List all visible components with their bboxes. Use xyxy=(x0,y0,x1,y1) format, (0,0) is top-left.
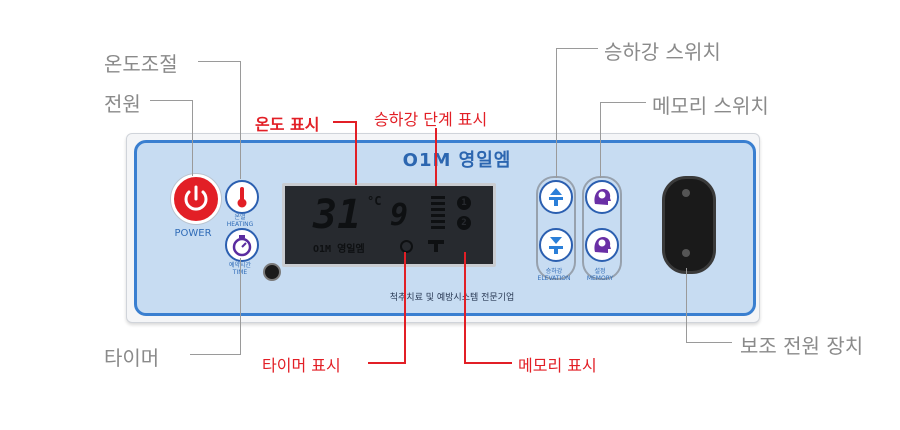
leader-line xyxy=(240,61,241,179)
lcd-logo: O1M 영일엠 xyxy=(313,244,365,255)
lcd-display: 31 °C 9 1 2 O1M 영일엠 xyxy=(282,183,496,267)
memory-head-1-icon xyxy=(594,189,611,205)
lcd-table-leg xyxy=(434,244,438,252)
power-button[interactable] xyxy=(171,174,221,224)
stopwatch-icon xyxy=(232,235,252,257)
outlet-screw-top xyxy=(682,189,690,197)
annotation-elevation-level-display: 승하강 단계 표시 xyxy=(374,110,488,129)
lcd-timer-icon xyxy=(400,240,413,253)
lcd-temperature: 31 xyxy=(313,192,362,238)
memory-2-button[interactable] xyxy=(585,228,619,262)
leader-line xyxy=(404,252,406,364)
leader-line xyxy=(333,121,357,123)
annotation-power: 전원 xyxy=(104,92,141,116)
leader-line xyxy=(190,354,241,355)
indicator-lamp xyxy=(263,263,281,281)
power-label: POWER xyxy=(174,228,212,239)
annotation-temp-display: 온도 표시 xyxy=(255,115,320,134)
annotation-memory-display: 메모리 표시 xyxy=(518,356,597,375)
leader-line xyxy=(556,48,598,49)
brand-logo: O1M 영일엠 xyxy=(402,150,512,171)
annotation-elevation-switch: 승하강 스위치 xyxy=(604,40,721,64)
lcd-table-icon xyxy=(428,240,444,244)
leader-line xyxy=(686,268,687,343)
annotation-timer-display: 타이머 표시 xyxy=(262,356,341,375)
leader-line xyxy=(464,362,512,364)
leader-line xyxy=(464,252,466,364)
aux-power-outlet[interactable] xyxy=(662,176,716,274)
elevation-up-icon xyxy=(549,188,563,206)
lcd-memory-1-icon: 1 xyxy=(457,196,471,210)
power-icon xyxy=(184,185,208,211)
memory-switch-frame xyxy=(582,176,622,280)
thermometer-icon xyxy=(237,187,247,208)
heating-button[interactable] xyxy=(225,180,259,214)
leader-line xyxy=(150,100,193,101)
memory-1-button[interactable] xyxy=(585,180,619,214)
annotation-timer: 타이머 xyxy=(104,346,160,370)
leader-line xyxy=(686,342,732,343)
leader-line xyxy=(600,102,601,178)
leader-line xyxy=(556,48,557,178)
elevation-down-button[interactable] xyxy=(539,228,573,262)
annotation-memory-switch: 메모리 스위치 xyxy=(652,94,769,118)
leader-line xyxy=(240,258,241,355)
memory-head-2-icon xyxy=(594,237,611,253)
lcd-temperature-unit: °C xyxy=(367,194,382,208)
leader-line xyxy=(368,362,406,364)
lcd-memory-2-icon: 2 xyxy=(457,216,471,230)
outlet-screw-bottom xyxy=(682,249,690,257)
leader-line xyxy=(198,61,241,62)
leader-line xyxy=(192,100,193,176)
annotation-temp-control: 온도조절 xyxy=(104,52,178,76)
elevation-down-icon xyxy=(549,237,563,254)
brand-tagline: 척추치료 및 예방시스템 전문기업 xyxy=(389,293,515,303)
lcd-elevation-level-bars xyxy=(431,196,445,232)
leader-line xyxy=(600,102,646,103)
annotation-aux-power: 보조 전원 장치 xyxy=(740,334,864,358)
timer-button[interactable] xyxy=(225,228,259,262)
leader-line xyxy=(355,121,357,185)
lcd-timer: 9 xyxy=(390,198,409,233)
leader-line xyxy=(435,128,437,186)
elevation-up-button[interactable] xyxy=(539,180,573,214)
